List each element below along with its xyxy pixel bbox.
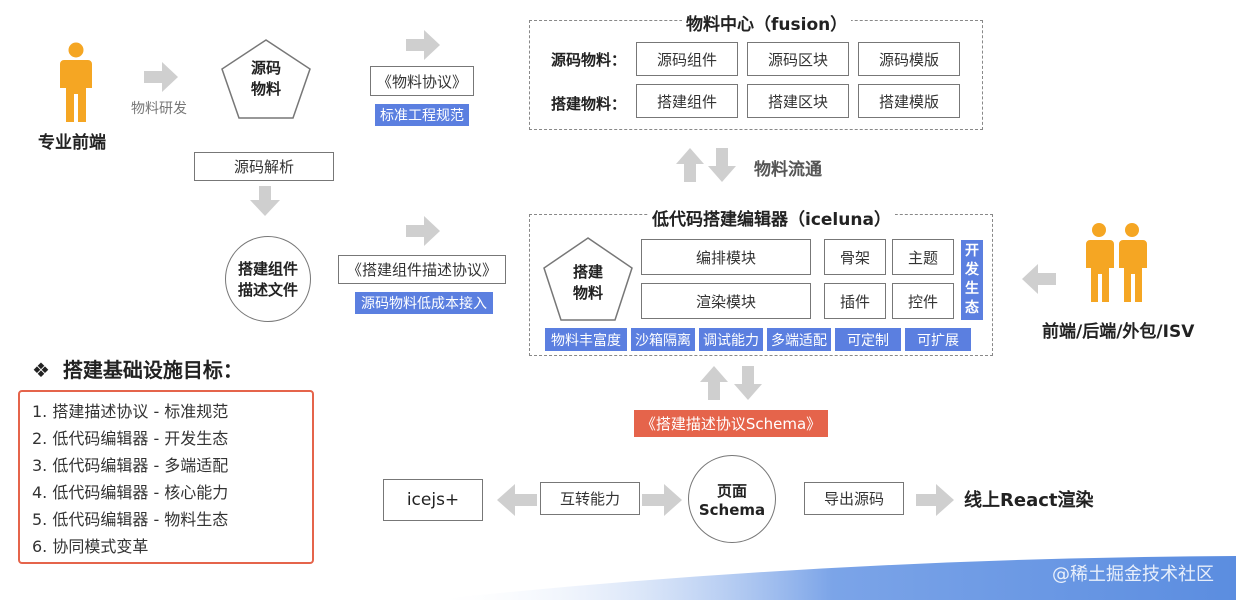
fusion-title: 物料中心（fusion） <box>682 10 852 35</box>
theme-box: 主题 <box>892 239 954 275</box>
feature-tag-customizable: 可定制 <box>835 328 901 351</box>
goals-list: 1. 搭建描述协议 - 标准规范 2. 低代码编辑器 - 开发生态 3. 低代码… <box>18 390 314 564</box>
build-component-box: 搭建组件 <box>636 84 738 118</box>
goal-item: 4. 低代码编辑器 - 核心能力 <box>32 483 229 502</box>
feature-tag-multi-platform: 多端适配 <box>767 328 831 351</box>
source-material-text: 源码 物料 <box>250 59 281 98</box>
export-source-box: 导出源码 <box>804 482 904 515</box>
people-group-icon <box>1086 223 1147 302</box>
arrow-up-icon <box>676 148 704 182</box>
person-icon <box>60 42 92 122</box>
page-schema-circle: 页面 Schema <box>688 455 776 543</box>
watermark: @稀土掘金技术社区 <box>1052 564 1214 585</box>
iceluna-title: 低代码搭建编辑器（iceluna） <box>648 205 895 230</box>
build-material-pentagon <box>543 237 633 321</box>
feature-tag-sandbox: 沙箱隔离 <box>631 328 695 351</box>
goal-item: 1. 搭建描述协议 - 标准规范 <box>32 402 229 421</box>
schema-protocol-tag: 《搭建描述协议Schema》 <box>634 410 828 437</box>
arrow-left-icon <box>1022 264 1056 294</box>
arrow-up-icon <box>700 366 728 400</box>
convert-ability-box: 互转能力 <box>540 482 640 515</box>
goal-item: 2. 低代码编辑器 - 开发生态 <box>32 429 229 448</box>
arrow-right-icon <box>642 484 682 516</box>
icejs-box: icejs+ <box>383 479 483 521</box>
render-module-box: 渲染模块 <box>641 283 811 319</box>
arrow-down-icon <box>250 186 280 216</box>
layout-module-box: 编排模块 <box>641 239 811 275</box>
material-protocol-tag: 标准工程规范 <box>375 104 469 126</box>
source-block-box: 源码区块 <box>747 42 849 76</box>
goal-item: 6. 协同模式变革 <box>32 537 149 556</box>
source-component-box: 源码组件 <box>636 42 738 76</box>
goal-item: 3. 低代码编辑器 - 多端适配 <box>32 456 229 475</box>
build-template-box: 搭建模版 <box>858 84 960 118</box>
goal-item: 5. 低代码编辑器 - 物料生态 <box>32 510 229 529</box>
material-protocol-box: 《物料协议》 <box>370 66 474 96</box>
professional-frontend-label: 专业前端 <box>38 133 106 153</box>
build-material-row-label: 搭建物料： <box>551 95 627 113</box>
plugin-box: 插件 <box>824 283 886 319</box>
arrow-down-icon <box>708 148 736 182</box>
build-protocol-box: 《搭建组件描述协议》 <box>338 255 506 284</box>
skeleton-box: 骨架 <box>824 239 886 275</box>
source-parse-box: 源码解析 <box>194 152 334 181</box>
feature-tag-debug: 调试能力 <box>699 328 763 351</box>
build-protocol-tag: 源码物料低成本接入 <box>355 292 493 314</box>
material-flow-label: 物料流通 <box>754 160 822 180</box>
source-template-box: 源码模版 <box>858 42 960 76</box>
online-react-render-label: 线上React渲染 <box>964 490 1094 511</box>
build-block-box: 搭建区块 <box>747 84 849 118</box>
source-material-row-label: 源码物料： <box>551 51 627 69</box>
dev-ecosystem-tag: 开发生态 <box>961 240 983 320</box>
material-dev-label: 物料研发 <box>131 101 187 117</box>
arrow-left-icon <box>497 484 537 516</box>
arrow-right-icon <box>406 30 440 60</box>
feature-tag-richness: 物料丰富度 <box>545 328 627 351</box>
build-material-text: 搭建 物料 <box>572 263 603 302</box>
goals-bullet-icon: ❖ <box>32 358 50 382</box>
feature-tag-extensible: 可扩展 <box>905 328 971 351</box>
goals-heading: ❖ 搭建基础设施目标： <box>32 358 243 382</box>
arrow-right-icon <box>916 484 954 516</box>
arrow-right-icon <box>406 216 440 246</box>
decorative-wave <box>430 556 1236 600</box>
control-box: 控件 <box>892 283 954 319</box>
arrow-right-icon <box>144 62 178 92</box>
build-component-file-circle: 搭建组件 描述文件 <box>225 236 311 322</box>
arrow-down-icon <box>734 366 762 400</box>
source-material-pentagon <box>221 39 311 119</box>
right-people-label: 前端/后端/外包/ISV <box>1042 322 1195 342</box>
